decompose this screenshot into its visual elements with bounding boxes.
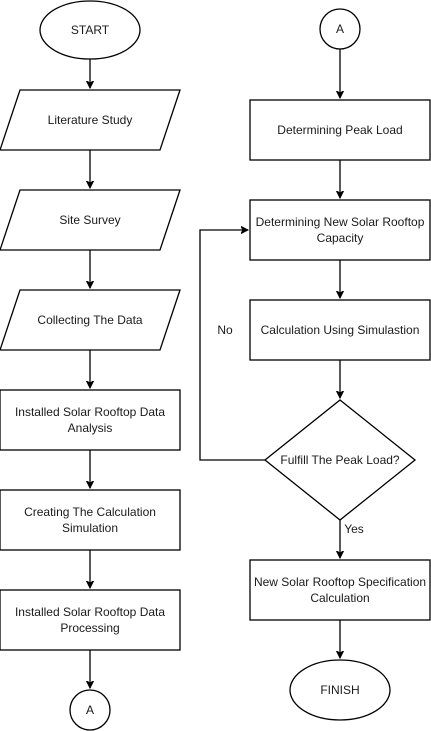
node-installed-analysis-label-line1: Installed Solar Rooftop Data [15, 405, 165, 419]
node-calc-simulation: Calculation Using Simulastion [249, 299, 431, 361]
node-collecting-data-label: Collecting The Data [37, 313, 142, 327]
node-creating-simulation-label-line1: Creating The Calculation [24, 505, 156, 519]
node-start: START [39, 0, 141, 60]
node-site-survey-label: Site Survey [59, 213, 120, 227]
edge-decision-no-loop [199, 230, 265, 461]
node-creating-simulation: Creating The Calculation Simulation [0, 489, 181, 551]
node-collecting-data: Collecting The Data [0, 289, 181, 351]
node-decision-label: Fulfill The Peak Load? [280, 453, 400, 467]
node-connector-top-label: A [336, 22, 344, 36]
node-spec-calc: New Solar Rooftop Specification Calculat… [249, 559, 431, 621]
node-start-label: START [71, 23, 110, 37]
node-installed-processing-label-line1: Installed Solar Rooftop Data [15, 605, 165, 619]
node-calc-simulation-label: Calculation Using Simulastion [261, 323, 420, 337]
node-creating-simulation-label-line2: Simulation [62, 521, 118, 535]
node-peak-load: Determining Peak Load [249, 99, 431, 161]
node-connector-top: A [319, 8, 361, 50]
node-finish-label: FINISH [320, 683, 359, 697]
node-new-capacity-label-line2: Capacity [317, 231, 364, 245]
node-spec-calc-label-line1: New Solar Rooftop Specification [254, 575, 426, 589]
node-installed-processing-label-line2: Processing [60, 621, 119, 635]
node-spec-calc-label-line2: Calculation [310, 591, 369, 605]
node-installed-analysis: Installed Solar Rooftop Data Analysis [0, 389, 181, 451]
node-connector-bottom-label: A [86, 703, 94, 717]
node-site-survey: Site Survey [0, 189, 181, 251]
edge-label-yes: Yes [344, 522, 364, 536]
node-finish: FINISH [289, 659, 391, 721]
node-decision: Fulfill The Peak Load? [263, 399, 417, 521]
node-literature-study: Literature Study [0, 89, 181, 151]
node-new-capacity: Determining New Solar Rooftop Capacity [249, 199, 431, 261]
node-installed-analysis-label-line2: Analysis [68, 421, 113, 435]
node-literature-study-label: Literature Study [48, 113, 133, 127]
node-new-capacity-label-line1: Determining New Solar Rooftop [256, 215, 425, 229]
node-connector-bottom: A [69, 689, 111, 731]
edge-label-no: No [217, 323, 233, 337]
node-peak-load-label: Determining Peak Load [277, 123, 402, 137]
node-installed-processing: Installed Solar Rooftop Data Processing [0, 589, 181, 651]
